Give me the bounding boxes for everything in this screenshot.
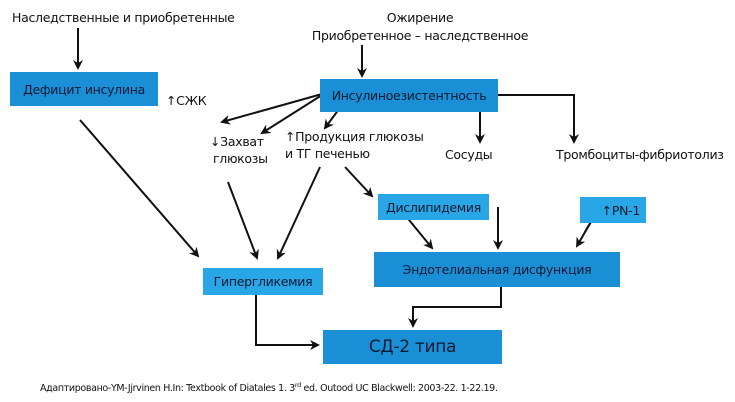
box-endothelial-dysfunction: Эндотелиальная дисфункция	[374, 252, 620, 287]
label-acquired-hereditary: Приобретенное – наследственное	[311, 28, 529, 43]
arrow-resistance-to-uptake	[260, 94, 323, 135]
label-vessels: Сосуды	[445, 147, 493, 162]
arrow-production-to-dyslipidemia	[344, 166, 374, 198]
footnote-prefix: Адаптировано-YM-Jjrvinen H.In: Textbook …	[40, 383, 295, 395]
box-endothelial-dysfunction-label: Эндотелиальная дисфункция	[402, 262, 592, 277]
label-glucose-production-1: ↑Продукция глюкозы	[285, 129, 424, 144]
arrow-hyperglycemia-to-t2dm	[255, 294, 320, 350]
label-ffa: ↑СЖК	[166, 93, 207, 108]
label-glucose-production-2: и ТГ печенью	[285, 146, 370, 161]
footnote-citation: Адаптировано-YM-Jjrvinen H.In: Textbook …	[40, 381, 498, 394]
box-dyslipidemia-label: Дислипидемия	[386, 199, 481, 215]
arrow-resistance-to-platelets	[494, 94, 579, 144]
arrow-dyslipidemia-to-endothelial	[404, 214, 434, 250]
arrow-uptake-to-hyperglycemia	[227, 181, 259, 260]
footnote-superscript: rd	[294, 381, 301, 389]
box-pn1: ↑PN-1	[580, 197, 646, 223]
box-t2dm: СД-2 типа	[323, 330, 502, 364]
label-platelets: Тромбоциты-фибриотолиз	[556, 147, 724, 162]
arrow-endothelial-to-t2dm	[408, 287, 502, 328]
box-insulin-resistance: Инсулиноезистентность	[320, 79, 498, 112]
label-obesity: Ожирение	[386, 10, 454, 25]
label-glucose-uptake-1: ↓Захват	[210, 134, 264, 149]
label-hereditary-acquired: Наследственные и приобретенные	[12, 10, 235, 25]
box-pn1-label: ↑PN-1	[601, 202, 641, 218]
arrow-deficit-to-hyperglycemia	[79, 119, 200, 258]
arrow-resistance-to-ffa	[220, 93, 323, 125]
box-hyperglycemia: Гипергликемия	[203, 268, 323, 295]
box-dyslipidemia: Дислипидемия	[378, 194, 489, 220]
box-hyperglycemia-label: Гипергликемия	[213, 274, 313, 289]
footnote-suffix: ed. Outood UC Blackwell: 2003-22. 1-22.1…	[300, 383, 498, 395]
arrow-production-to-hyperglycemia	[276, 166, 321, 260]
box-t2dm-label: СД-2 типа	[368, 337, 457, 357]
box-insulin-deficit: Дефицит инсулина	[10, 72, 158, 106]
box-insulin-deficit-label: Дефицит инсулина	[23, 81, 145, 97]
label-glucose-uptake-2: глюкозы	[213, 151, 268, 166]
box-insulin-resistance-label: Инсулиноезистентность	[331, 88, 487, 103]
